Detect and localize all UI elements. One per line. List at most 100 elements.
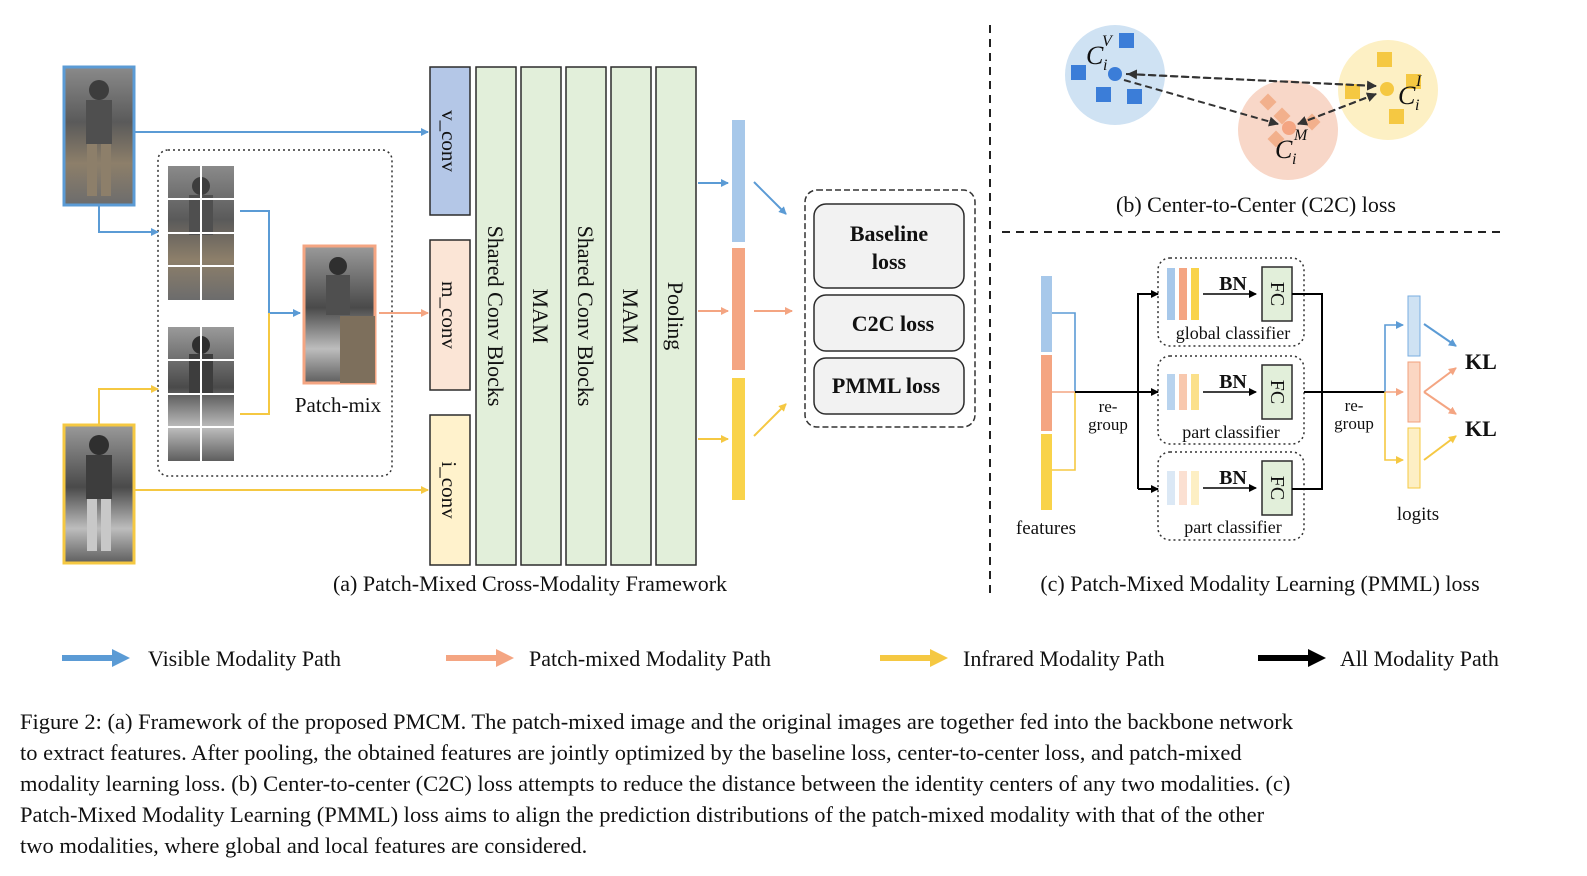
features-bar-infrared xyxy=(1041,434,1052,510)
v-conv-label: v_conv xyxy=(437,110,461,172)
caption-line-1: Figure 2: (a) Framework of the proposed … xyxy=(20,709,1293,734)
legend: Visible Modality Path Patch-mixed Modali… xyxy=(62,646,1499,671)
m-conv-block xyxy=(429,239,471,391)
i-conv-label: i_conv xyxy=(437,461,461,519)
part-classifier-label-2: part classifier xyxy=(1184,517,1281,537)
center-distance-arrows xyxy=(1123,69,1377,127)
legend-patch-mixed-label: Patch-mixed Modality Path xyxy=(529,646,771,671)
baseline-loss-label-line2: loss xyxy=(872,249,907,274)
c2c-loss-label: C2C loss xyxy=(852,311,935,336)
input-conv-blocks: v_conv m_conv i_conv xyxy=(429,66,471,566)
global-classifier-label: global classifier xyxy=(1176,323,1290,343)
baseline-loss-box xyxy=(813,203,965,289)
figure-caption: Figure 2: (a) Framework of the proposed … xyxy=(20,706,1564,861)
features-label: features xyxy=(1016,518,1076,539)
baseline-loss-label-line1: Baseline xyxy=(850,221,928,246)
center-v-sup: V xyxy=(1102,33,1114,50)
backbone-blocks: Shared Conv Blocks MAM Shared Conv Block… xyxy=(475,66,697,566)
classifier-part-2: BN FC part classifier xyxy=(1157,451,1305,541)
regroup-black-arrows xyxy=(1075,290,1159,493)
regroup-input-lines xyxy=(1052,312,1076,471)
logits-label: logits xyxy=(1397,504,1439,525)
center-i-label: C xyxy=(1398,81,1416,110)
fc-label-3: FC xyxy=(1266,476,1288,500)
patch-mixed-image xyxy=(302,244,377,385)
legend-all-label: All Modality Path xyxy=(1340,646,1499,671)
patched-infrared-image xyxy=(168,327,234,461)
logit-input-arrows xyxy=(1384,321,1404,464)
caption-line-3: modality learning loss. (b) Center-to-ce… xyxy=(20,771,1291,796)
visible-path-arrows xyxy=(98,128,429,317)
patch-mix-container xyxy=(157,149,393,477)
loss-group-container xyxy=(804,189,976,428)
infrared-input-image xyxy=(62,423,136,565)
regroup-label-2-line1: re- xyxy=(1345,396,1364,415)
regroup-label-2-line2: group xyxy=(1334,414,1374,433)
logit-bar-patch-mixed xyxy=(1407,361,1421,423)
center-i-sub: i xyxy=(1415,97,1419,114)
caption-line-5: two modalities, where global and local f… xyxy=(20,833,588,858)
patch-mix-label: Patch-mix xyxy=(295,393,382,417)
pmml-loss-box xyxy=(813,357,965,415)
center-m-sub: i xyxy=(1292,151,1296,168)
panel-b: C V i C I i C M i (b) Center-to-Center (… xyxy=(1065,25,1438,217)
figure-diagram: Patch-mix v_conv m_conv i_conv xyxy=(62,25,1502,671)
legend-infrared-label: Infrared Modality Path xyxy=(963,646,1165,671)
legend-patch-mixed: Patch-mixed Modality Path xyxy=(446,646,771,671)
backbone-block-2-label: MAM xyxy=(528,288,553,343)
part-classifier-label-1: part classifier xyxy=(1182,422,1279,442)
v-conv-block xyxy=(429,66,471,216)
center-m-label: C xyxy=(1275,135,1293,164)
legend-infrared: Infrared Modality Path xyxy=(880,646,1165,671)
logit-bar-visible xyxy=(1407,295,1421,357)
classifier-part-1: BN FC part classifier xyxy=(1157,355,1305,445)
regroup-label-1-line2: group xyxy=(1088,415,1128,434)
panel-c-caption: (c) Patch-Mixed Modality Learning (PMML)… xyxy=(1040,571,1479,596)
infrared-feature-bar xyxy=(732,378,745,500)
kl-label-1: KL xyxy=(1465,349,1497,374)
center-i-sup: I xyxy=(1415,73,1422,90)
kl-label-2: KL xyxy=(1465,416,1497,441)
logit-bar-infrared xyxy=(1407,427,1421,489)
panel-a-caption: (a) Patch-Mixed Cross-Modality Framework xyxy=(333,571,727,596)
backbone-block-1-label: Shared Conv Blocks xyxy=(483,226,508,407)
legend-visible-label: Visible Modality Path xyxy=(148,646,341,671)
patched-visible-image xyxy=(168,166,234,300)
c2c-loss-box xyxy=(813,294,965,352)
features-bar-visible xyxy=(1041,276,1052,352)
features-bar-patch-mixed xyxy=(1041,355,1052,431)
regroup-label-1-line1: re- xyxy=(1099,397,1118,416)
panel-c: features re- group BN FC global classifi… xyxy=(1016,257,1497,596)
caption-line-2: to extract features. After pooling, the … xyxy=(20,740,1242,765)
loss-input-arrows xyxy=(753,181,793,437)
classifier-output-lines xyxy=(1292,293,1385,490)
i-conv-block xyxy=(429,414,471,566)
kl-arrows xyxy=(1423,323,1457,461)
panel-b-caption: (b) Center-to-Center (C2C) loss xyxy=(1116,192,1396,217)
fc-label-2: FC xyxy=(1266,380,1288,404)
patch-mixed-feature-bar xyxy=(732,248,745,370)
visible-feature-bar xyxy=(732,120,745,242)
visible-input-image xyxy=(62,65,136,207)
backbone-block-4-label: MAM xyxy=(618,288,643,343)
legend-all: All Modality Path xyxy=(1258,646,1499,671)
fc-label-1: FC xyxy=(1266,282,1288,306)
classifier-global: BN FC global classifier xyxy=(1157,257,1305,347)
pmml-loss-label: PMML loss xyxy=(832,373,941,398)
infrared-samples xyxy=(1345,52,1421,124)
pooled-feature-arrows xyxy=(698,179,729,443)
center-labels: C V i C I i C M i xyxy=(1086,33,1422,168)
bn-label-3: BN xyxy=(1219,467,1247,489)
legend-visible: Visible Modality Path xyxy=(62,646,341,671)
center-v-sub: i xyxy=(1103,57,1107,74)
backbone-block-5-label: Pooling xyxy=(663,282,688,350)
m-conv-label: m_conv xyxy=(437,281,461,349)
loss-boxes: Baseline loss C2C loss PMML loss xyxy=(813,203,965,415)
bn-label-1: BN xyxy=(1219,273,1247,295)
infrared-path-arrows xyxy=(98,313,429,494)
caption-line-4: Patch-Mixed Modality Learning (PMML) los… xyxy=(20,802,1265,827)
panel-a: Patch-mix v_conv m_conv i_conv xyxy=(62,65,976,596)
pooled-feature-bars xyxy=(732,120,745,500)
backbone-block-3-label: Shared Conv Blocks xyxy=(573,226,598,407)
bn-label-2: BN xyxy=(1219,371,1247,393)
